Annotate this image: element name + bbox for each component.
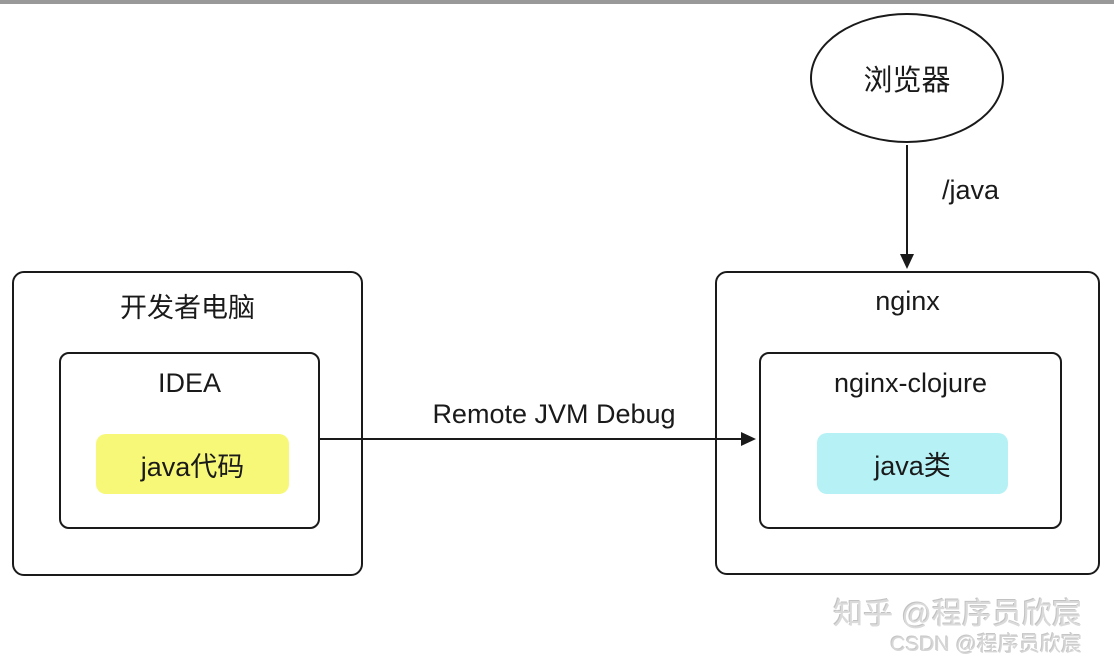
idea-box: IDEA java代码: [59, 352, 320, 529]
nginx-clojure-box: nginx-clojure java类: [759, 352, 1062, 529]
java-code-chip: java代码: [96, 434, 289, 494]
request-arrow: [900, 145, 914, 269]
browser-node: 浏览器: [810, 13, 1004, 143]
debug-edge-label: Remote JVM Debug: [432, 399, 676, 429]
browser-node-label: 浏览器: [863, 65, 951, 97]
request-edge-label: /java: [938, 175, 1004, 206]
nginx-label: nginx: [875, 286, 940, 316]
java-class-chip: java类: [817, 433, 1008, 494]
top-gray-bar: [0, 0, 1114, 4]
zhihu-watermark: 知乎 @程序员欣宸: [833, 598, 1082, 631]
watermarks: 知乎 @程序员欣宸 CSDN @程序员欣宸: [833, 598, 1082, 657]
csdn-watermark: CSDN @程序员欣宸: [890, 632, 1082, 656]
java-class-chip-label: java类: [874, 451, 951, 481]
dev-computer-box: 开发者电脑 IDEA java代码: [12, 271, 363, 576]
dev-computer-label: 开发者电脑: [120, 293, 255, 323]
nginx-clojure-label: nginx-clojure: [833, 368, 988, 398]
nginx-box: nginx nginx-clojure java类: [715, 271, 1100, 575]
idea-label: IDEA: [157, 368, 222, 398]
debug-arrow: [318, 432, 756, 446]
java-code-chip-label: java代码: [140, 451, 245, 482]
